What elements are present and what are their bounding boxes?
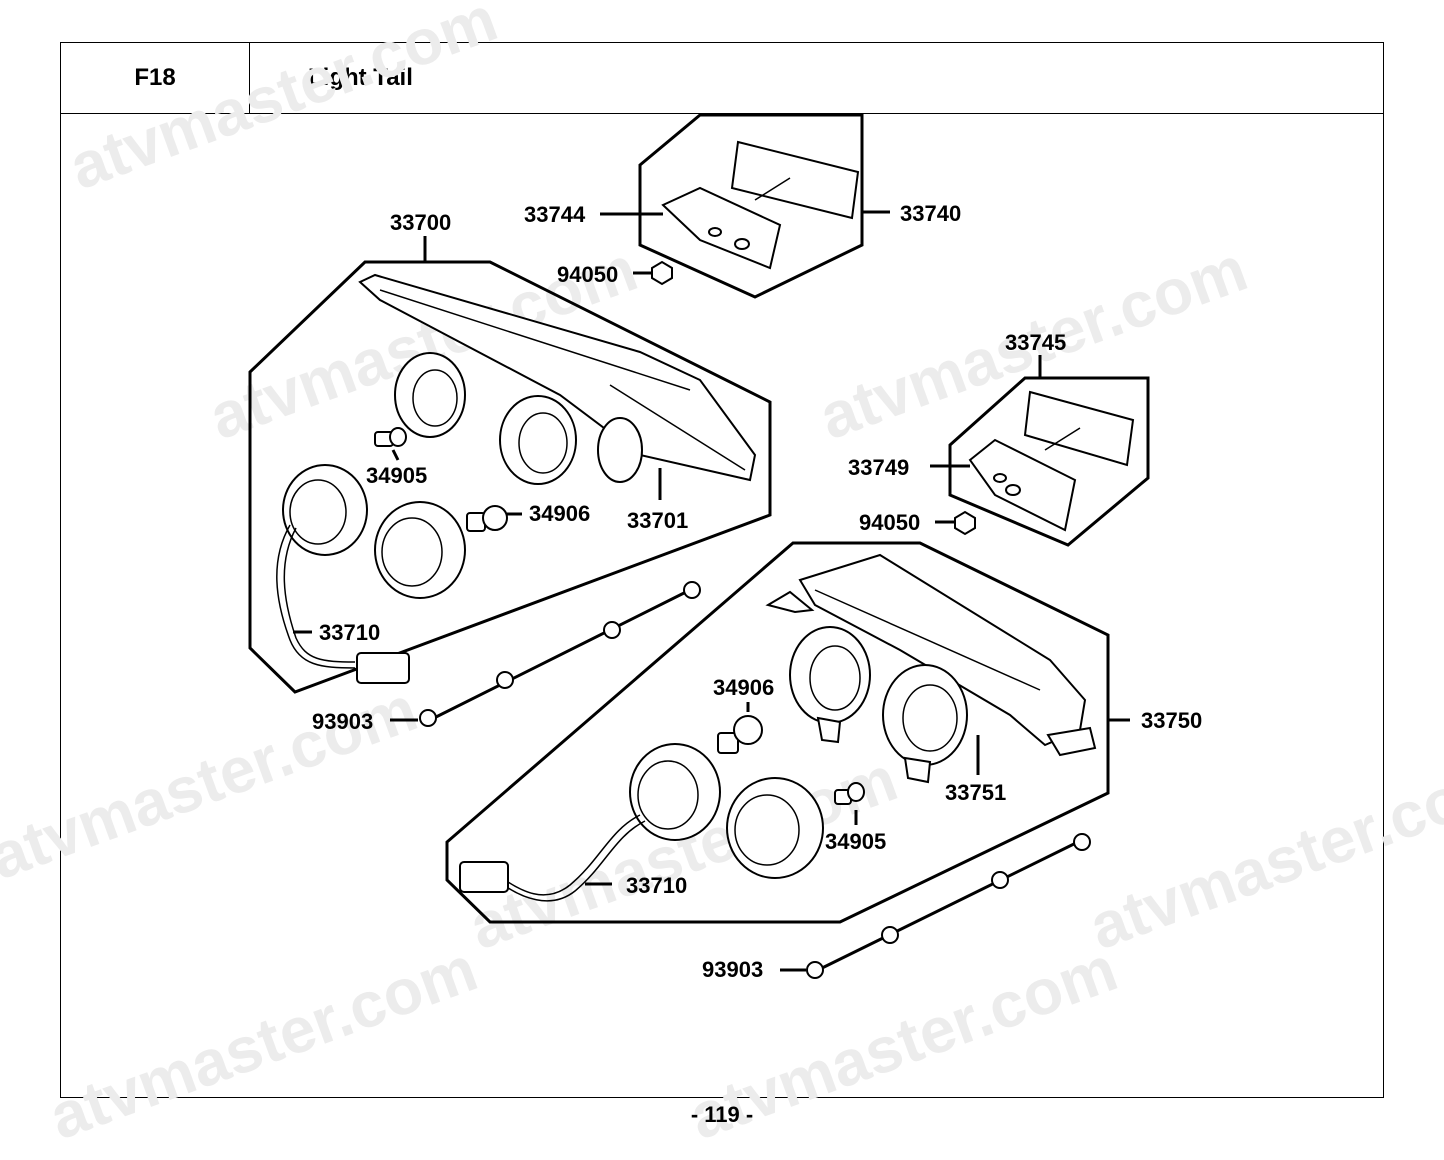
leader-lines <box>293 210 1130 972</box>
tail-housing-left <box>358 273 757 482</box>
label-33744: 33744 <box>524 202 586 227</box>
label-33740: 33740 <box>900 201 961 226</box>
screw-93903-right-2 <box>881 926 899 944</box>
reflector-bracket-top <box>661 186 782 270</box>
screw-93903-left-3 <box>603 621 621 639</box>
tail-light-right-group <box>445 541 1110 979</box>
reflector-group-top <box>638 113 864 299</box>
nut-94050-right <box>954 510 976 536</box>
reflector-plate-top <box>730 140 860 220</box>
tail-light-left-outline <box>248 260 772 694</box>
wire-harness-right <box>504 814 641 896</box>
reflector-bracket-right <box>968 438 1077 532</box>
label-94050-top: 94050 <box>557 262 618 287</box>
label-33750: 33750 <box>1141 708 1202 733</box>
label-33710-right: 33710 <box>626 873 687 898</box>
reflector-group-right-outline <box>948 376 1150 547</box>
connector-left <box>356 652 410 684</box>
connector-right <box>459 861 509 893</box>
screw-93903-right-4 <box>1073 833 1091 851</box>
label-34905-right: 34905 <box>825 829 886 854</box>
screw-93903-right-3 <box>991 871 1009 889</box>
label-34906-right: 34906 <box>713 675 774 700</box>
bulb-34906-left <box>466 505 508 532</box>
reflector-group-right <box>948 376 1150 547</box>
bulb-34905-left <box>374 427 407 447</box>
screw-93903-left-2 <box>496 671 514 689</box>
section-code: F18 <box>60 42 250 114</box>
bulb-34906-right <box>717 715 763 754</box>
label-33701: 33701 <box>627 508 688 533</box>
label-33749: 33749 <box>848 455 909 480</box>
label-93903-left: 93903 <box>312 709 373 734</box>
socket-left-1 <box>282 464 368 556</box>
label-93903-right: 93903 <box>702 957 763 982</box>
wire-harness-left <box>276 524 356 669</box>
label-33710-left: 33710 <box>319 620 380 645</box>
tail-light-right-outline <box>445 541 1110 924</box>
socket-right-1 <box>629 743 721 841</box>
tail-light-left-group <box>248 260 772 727</box>
label-94050-right: 94050 <box>859 510 920 535</box>
watermark-text-6: atvmaster.com <box>1080 742 1444 963</box>
tab-right-1 <box>765 590 815 614</box>
screw-93903-left-4 <box>683 581 701 599</box>
screw-93903-right-1 <box>806 961 824 979</box>
label-33700: 33700 <box>390 210 451 235</box>
reflector-group-top-outline <box>638 113 864 299</box>
socket-right-2 <box>726 777 824 879</box>
label-34906-left: 34906 <box>529 501 590 526</box>
label-33745: 33745 <box>1005 330 1066 355</box>
watermark-text-1: atvmaster.com <box>60 0 506 203</box>
tab-right-2 <box>1046 726 1097 757</box>
lens-tube-left-1 <box>394 352 466 438</box>
label-34905-left: 34905 <box>366 463 427 488</box>
socket-left-2 <box>374 501 466 599</box>
watermark-text-4: atvmaster.com <box>0 672 426 893</box>
nut-94050-top <box>651 260 673 286</box>
bulb-34905-right <box>834 782 865 805</box>
lens-tube-right-1 <box>789 626 871 724</box>
page-number: - 119 - <box>690 1102 754 1127</box>
label-33751: 33751 <box>945 780 1006 805</box>
part-labels: 33700 33744 33740 94050 34905 34906 3370… <box>312 201 1202 982</box>
screw-93903-left-1 <box>419 709 437 727</box>
lens-tube-left-2 <box>499 395 577 485</box>
